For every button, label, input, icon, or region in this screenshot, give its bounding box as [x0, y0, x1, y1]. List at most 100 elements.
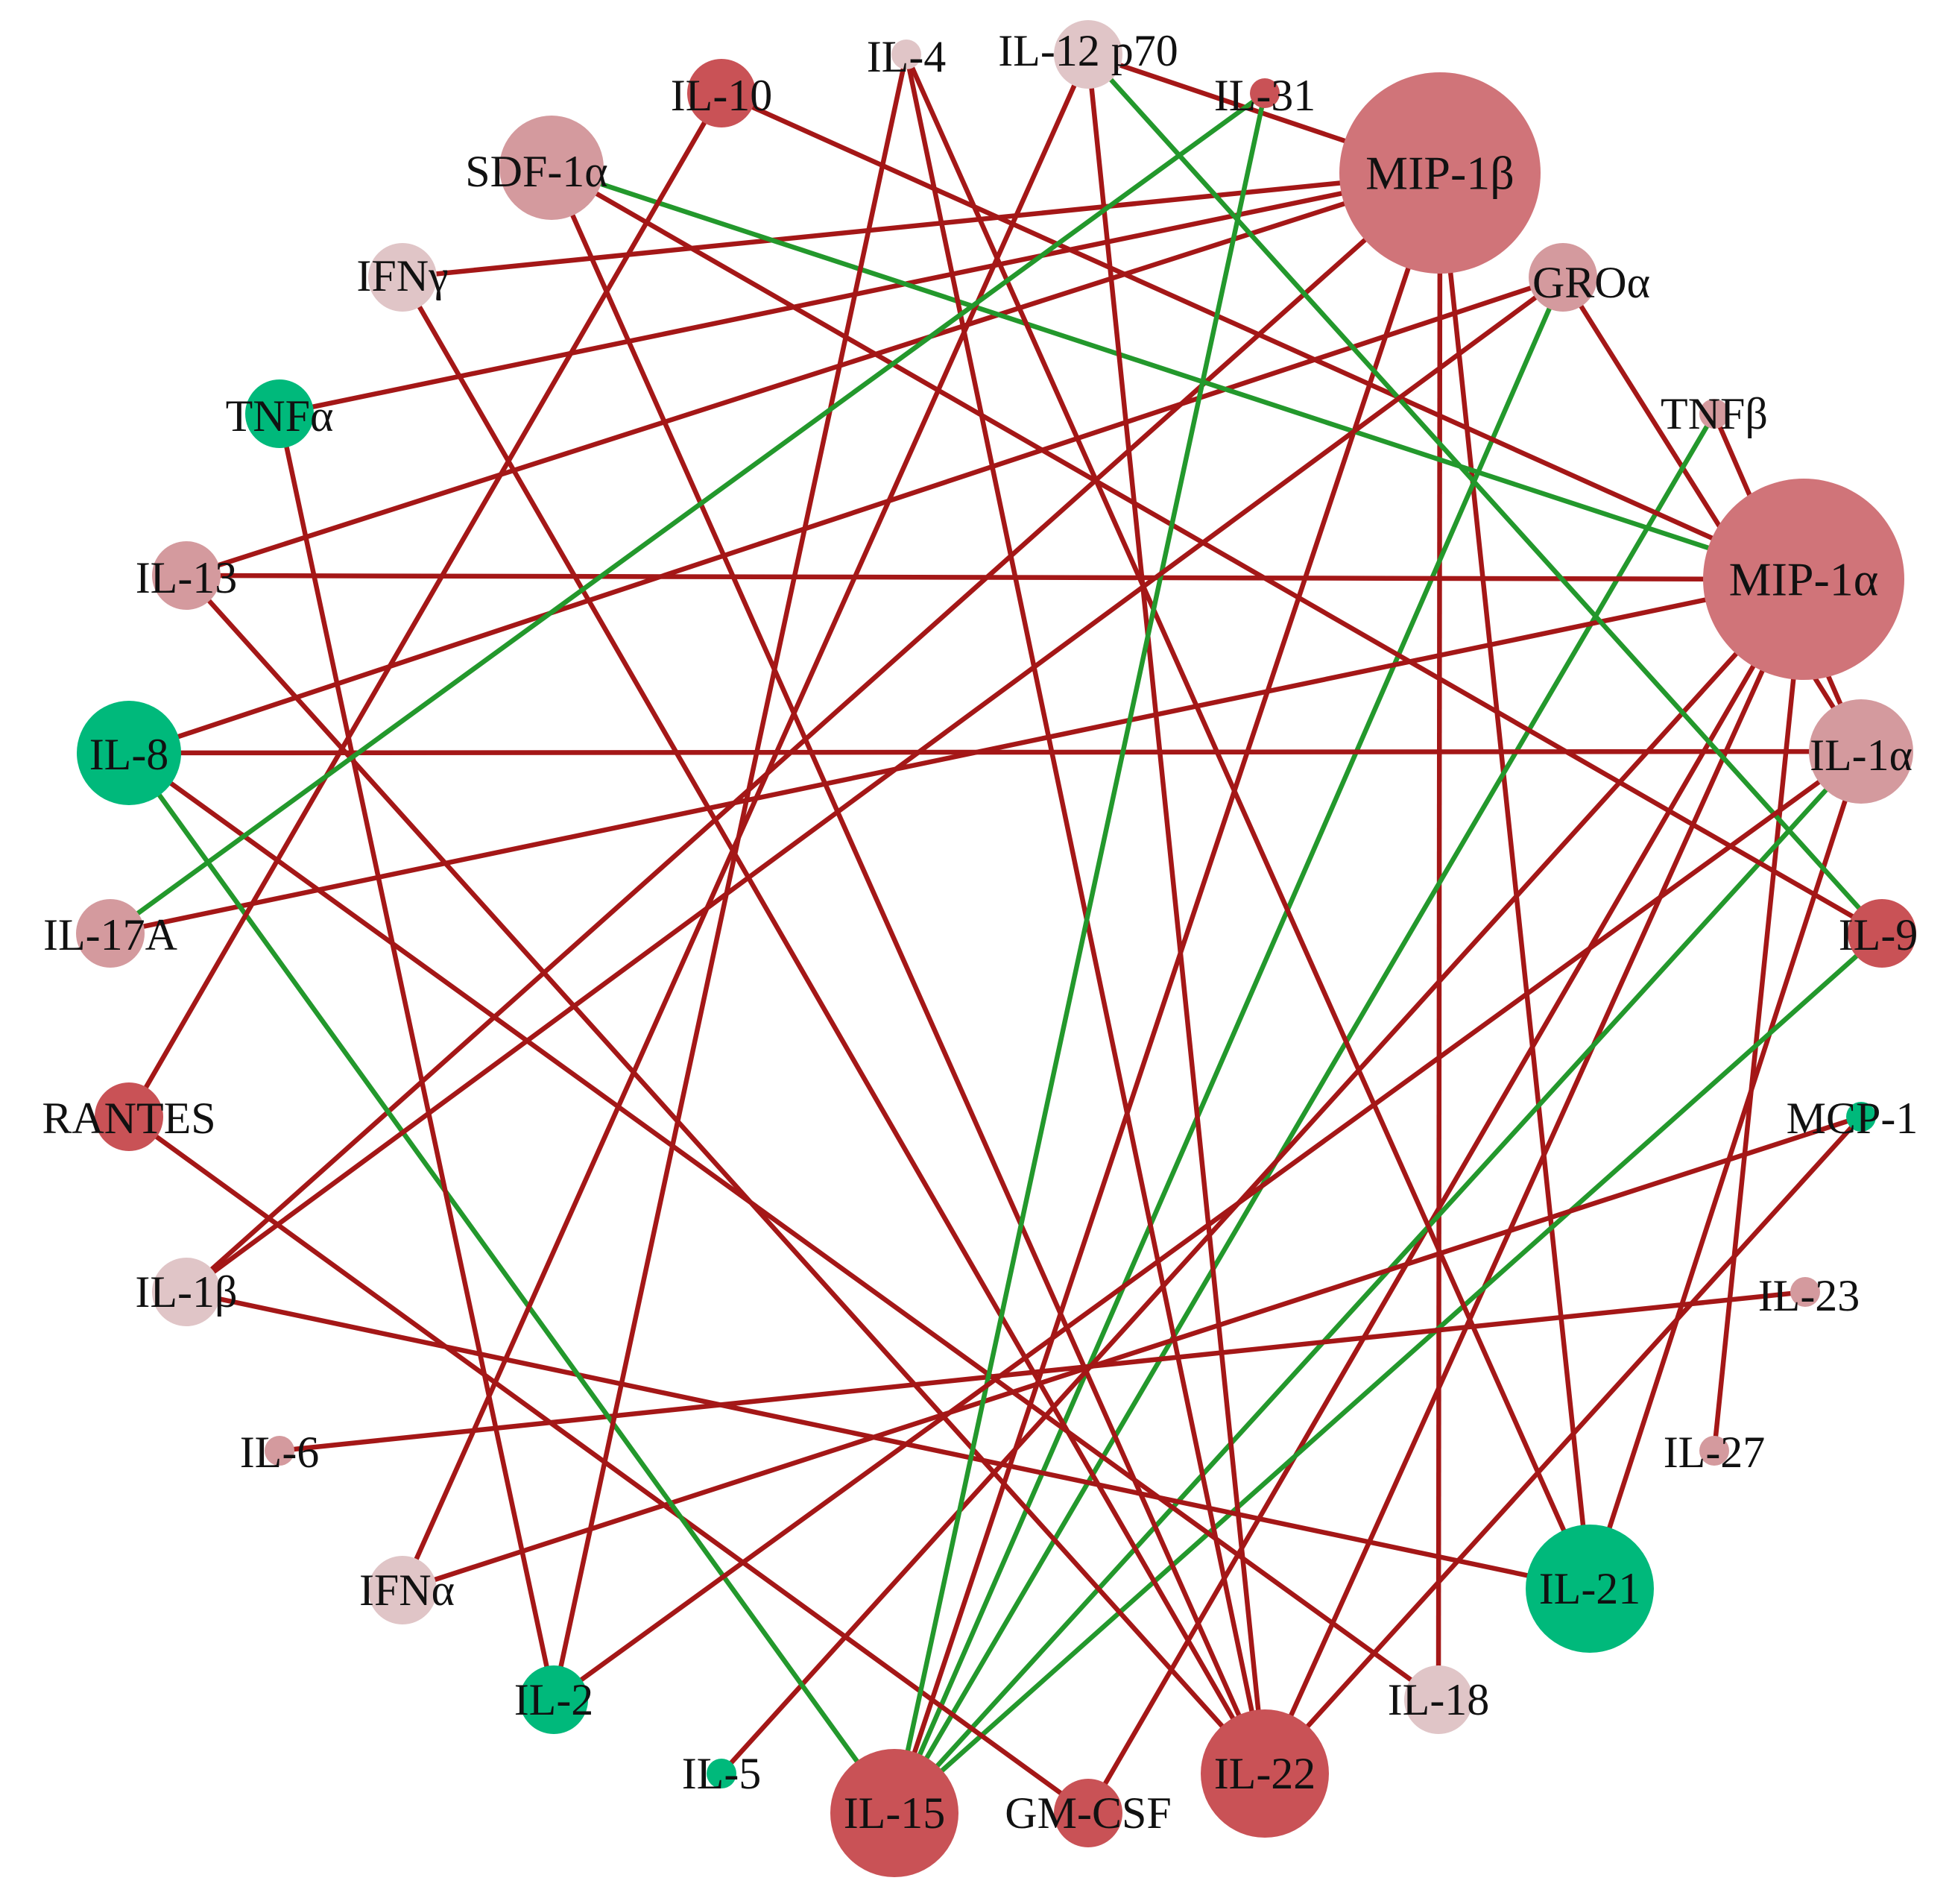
node-label-il21: IL-21 [1539, 1564, 1641, 1613]
node-label-il23: IL-23 [1758, 1271, 1860, 1320]
labels-layer: MIP-1βGROαTNFβMIP-1αIL-1αIL-9MCP-1IL-23I… [42, 26, 1918, 1838]
node-il4 [891, 40, 921, 69]
node-label-il22: IL-22 [1214, 1749, 1316, 1798]
node-il17a [76, 899, 145, 968]
node-label-mip1a: MIP-1α [1729, 553, 1879, 606]
edge-il2-il4 [551, 51, 909, 1703]
edge-il22-ifng [399, 274, 1268, 1777]
edge-mip1b-il21 [1437, 170, 1593, 1592]
node-il18 [1404, 1665, 1473, 1734]
node-ifng [368, 243, 437, 312]
node-label-il27: IL-27 [1664, 1428, 1766, 1477]
node-il15 [830, 1749, 958, 1877]
node-label-il10: IL-10 [671, 71, 773, 120]
node-label-il31: IL-31 [1214, 71, 1316, 120]
node-il2 [519, 1665, 588, 1734]
edge-mip1b-il18 [1435, 170, 1443, 1703]
node-label-il12p70: IL-12 p70 [998, 26, 1178, 75]
node-il6 [265, 1436, 294, 1466]
edge-il2-tnfa [277, 411, 557, 1703]
node-mip1b [1339, 72, 1541, 274]
edge-gmcsf-rantes [126, 1114, 1091, 1816]
node-il21 [1526, 1525, 1654, 1653]
node-label-il13: IL-13 [136, 553, 238, 602]
node-groa [1529, 243, 1597, 312]
node-il1b [152, 1258, 221, 1326]
node-il13 [152, 541, 221, 610]
edge-mip1b-il1b [183, 170, 1443, 1295]
edge-mip1a-il10 [718, 90, 1807, 582]
nodes-layer [76, 20, 1916, 1877]
edge-mip1a-il27 [1711, 576, 1807, 1454]
node-il10 [687, 59, 756, 127]
node-il22 [1201, 1709, 1329, 1838]
node-il12p70 [1054, 20, 1122, 89]
edge-il15-il31 [891, 90, 1268, 1816]
node-rantes [95, 1082, 163, 1151]
node-label-rantes: RANTES [42, 1094, 215, 1143]
node-label-il5: IL-5 [682, 1749, 762, 1798]
node-label-il15: IL-15 [844, 1788, 946, 1838]
node-label-sdf1a: SDF-1α [465, 147, 607, 196]
edge-mip1a-il17a [107, 576, 1807, 936]
edge-il1a-il15 [891, 748, 1864, 1816]
edge-mcp1-ifna [399, 1114, 1864, 1593]
edge-il1a-il21 [1587, 748, 1864, 1592]
node-label-ifna: IFNα [359, 1566, 455, 1615]
node-label-mcp1: MCP-1 [1787, 1094, 1918, 1143]
node-il5 [707, 1759, 736, 1788]
edge-il9-il12p70 [1085, 51, 1885, 936]
edge-groa-il8 [126, 274, 1566, 756]
node-il23 [1790, 1277, 1820, 1307]
edge-mip1a-il22 [1262, 576, 1807, 1777]
edge-ifna-il12p70 [399, 51, 1091, 1593]
edge-il9-sdf1a [549, 165, 1885, 936]
edge-mip1b-ifng [399, 170, 1443, 280]
node-tnfa [245, 379, 314, 448]
edge-mip1b-il15 [891, 170, 1443, 1816]
edge-il1a-il8 [126, 748, 1864, 756]
edge-il22-sdf1a [549, 165, 1268, 1777]
node-tnfb [1699, 399, 1729, 429]
node-label-il4: IL-4 [867, 32, 947, 81]
edge-il2-il1a [551, 748, 1864, 1703]
node-label-il18: IL-18 [1388, 1675, 1490, 1724]
edge-mip1a-il5 [718, 576, 1807, 1777]
edge-il22-il12p70 [1085, 51, 1268, 1777]
edge-mcp1-il22 [1262, 1114, 1864, 1777]
node-label-il1a: IL-1α [1810, 731, 1912, 780]
edge-il9-il15 [891, 930, 1885, 1816]
edge-mip1a-il13 [183, 573, 1807, 582]
node-il1a [1809, 699, 1913, 804]
node-ifna [368, 1556, 437, 1624]
edge-il21-il4 [903, 51, 1593, 1592]
edge-mip1a-gmcsf [1085, 576, 1807, 1816]
edge-mip1b-tnfa [277, 170, 1443, 417]
edge-il17a-il31 [107, 90, 1268, 936]
node-label-il9: IL-9 [1839, 910, 1918, 959]
node-label-il1b: IL-1β [135, 1267, 237, 1317]
edge-tnfb-il15 [891, 411, 1717, 1816]
node-label-tnfb: TNFβ [1661, 389, 1768, 438]
edge-il23-il6 [277, 1289, 1808, 1454]
edge-il21-il1b [183, 1289, 1593, 1592]
edge-il15-il8 [126, 750, 897, 1816]
edge-il1b-groa [183, 274, 1566, 1295]
node-gmcsf [1054, 1779, 1122, 1847]
edge-rantes-il10 [126, 90, 724, 1120]
edge-mip1a-sdf1a [549, 165, 1807, 582]
node-label-groa: GROα [1532, 258, 1650, 307]
node-label-gmcsf: GM-CSF [1005, 1788, 1171, 1838]
edge-il22-il13 [183, 573, 1268, 1777]
node-label-il2: IL-2 [514, 1675, 594, 1724]
node-il27 [1699, 1436, 1729, 1466]
node-il31 [1250, 78, 1280, 108]
node-il8 [77, 701, 181, 805]
node-label-ifng: IFNγ [356, 251, 448, 300]
node-label-mip1b: MIP-1β [1365, 147, 1514, 200]
node-mcp1 [1846, 1102, 1876, 1132]
node-label-il6: IL-6 [240, 1428, 320, 1477]
edge-il18-il8 [126, 750, 1441, 1703]
edges-layer [107, 51, 1885, 1816]
